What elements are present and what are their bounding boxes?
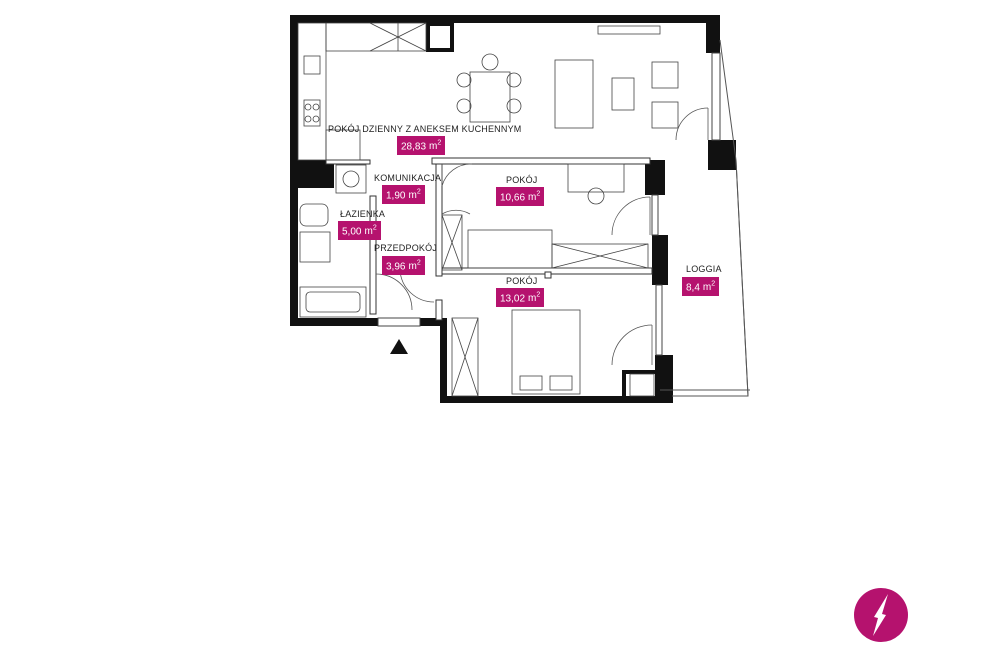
room-name-hall: PRZEDPOKÓJ	[374, 243, 438, 253]
room-name-loggia: LOGGIA	[686, 264, 722, 274]
room-name-living: POKÓJ DZIENNY Z ANEKSEM KUCHENNYM	[328, 124, 522, 134]
room-small-furniture	[467, 163, 649, 269]
exterior-walls	[290, 15, 736, 403]
room-name-large-room: POKÓJ	[506, 276, 538, 286]
compass-north-icon	[854, 588, 908, 642]
hall-wardrobes	[441, 214, 479, 397]
room-name-corridor: KOMUNIKACJA	[374, 173, 442, 183]
living-furniture	[456, 25, 679, 129]
windows	[377, 52, 721, 356]
room-name-bathroom: ŁAZIENKA	[340, 209, 386, 219]
loggia-outline	[660, 39, 750, 397]
door-swings	[375, 107, 709, 366]
room-name-small-room: POKÓJ	[506, 175, 538, 185]
kitchen-fixtures	[297, 22, 427, 161]
room-large-furniture	[511, 309, 655, 397]
entrance-arrow-icon	[390, 339, 408, 354]
bathroom-fixtures	[299, 164, 367, 318]
